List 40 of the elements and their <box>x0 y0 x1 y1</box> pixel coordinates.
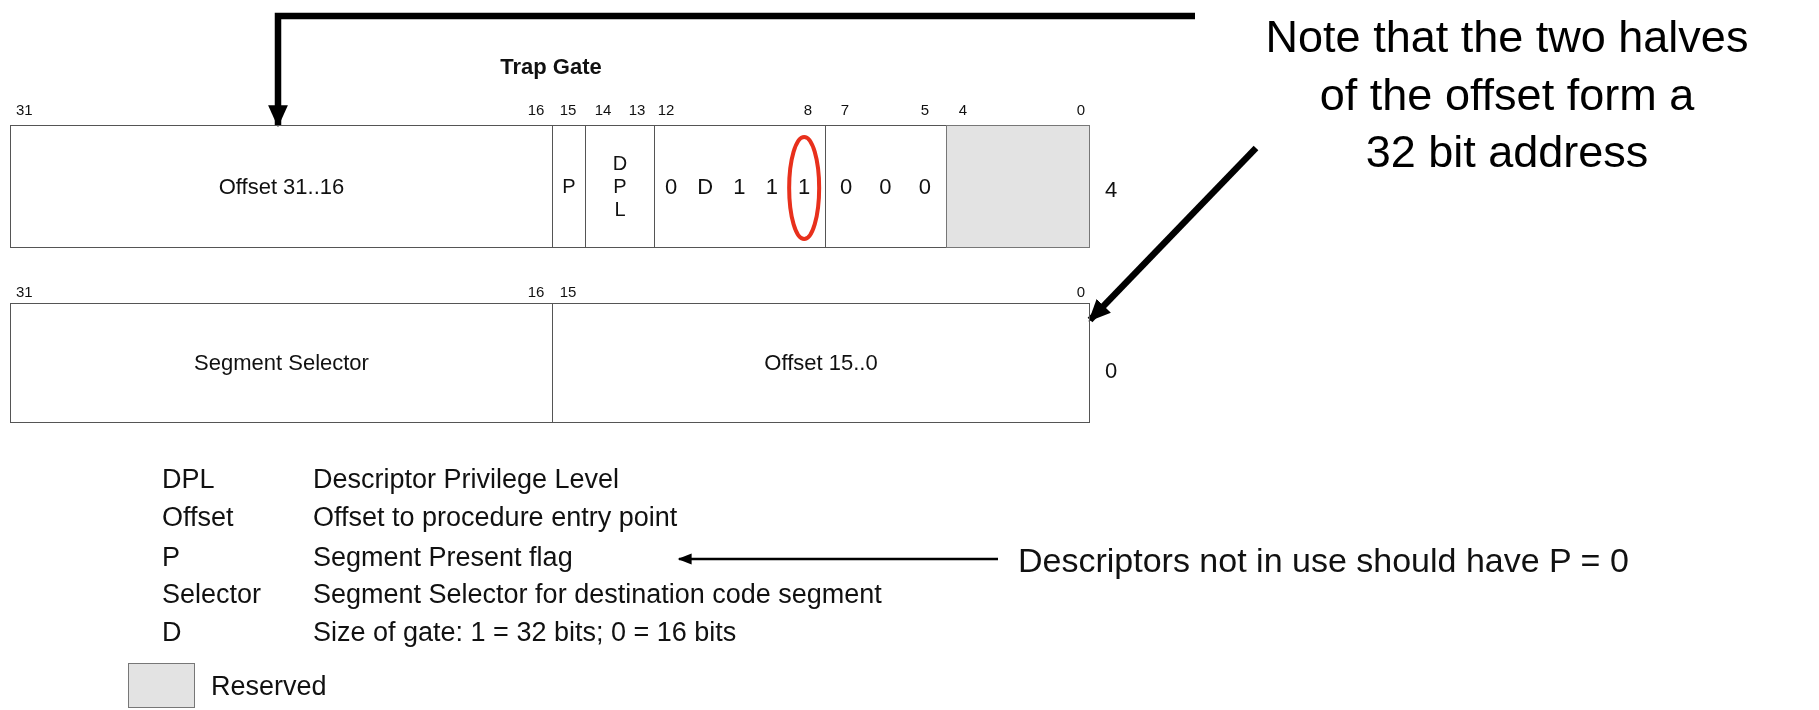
note-text: Descriptors not in use should have P = 0 <box>998 540 1808 580</box>
arrow <box>1087 145 1259 323</box>
bit-number: 0 <box>1076 282 1086 300</box>
legend-term: Offset <box>162 501 234 533</box>
title: Trap Gate <box>500 54 602 80</box>
legend-definition: Segment Present flag <box>313 540 679 574</box>
legend-definition: Segment Selector for destination code segment <box>313 578 882 610</box>
legend-text: Reserved <box>211 670 327 702</box>
bit-field: Offset 15..0 <box>552 303 1090 423</box>
bit-field: 0 D 1 1 1 <box>654 125 826 248</box>
bit-number: 15 <box>559 100 577 118</box>
bit-number: 16 <box>527 282 545 300</box>
bit-field: Segment Selector <box>10 303 553 423</box>
legend-term: Selector <box>162 578 262 610</box>
bit-number: 14 <box>594 100 612 118</box>
bit-number: 31 <box>16 100 33 118</box>
bit-number: 0 <box>1076 100 1086 118</box>
legend-term: D <box>162 616 182 648</box>
bit-number: 8 <box>803 100 813 118</box>
bit-number: 4 <box>958 100 968 118</box>
row-offset: 0 <box>1104 358 1118 384</box>
legend-term: DPL <box>162 463 215 495</box>
bit-number: 5 <box>920 100 930 118</box>
legend-term: P <box>162 541 180 573</box>
bit-field: D P L <box>585 125 655 248</box>
bit-number: 15 <box>559 282 577 300</box>
legend-definition: Offset to procedure entry point <box>313 501 678 533</box>
bit-number: 12 <box>657 100 675 118</box>
note-text: Note that the two halves of the offset form a 32 bit address <box>1195 8 1819 188</box>
reserved-field <box>946 125 1090 248</box>
legend-definition: Size of gate: 1 = 32 bits; 0 = 16 bits <box>313 616 737 648</box>
bit-field: Offset 31..16 <box>10 125 553 248</box>
bit-number: 31 <box>16 282 33 300</box>
bit-number: 7 <box>840 100 850 118</box>
bit-number: 16 <box>527 100 545 118</box>
legend-definition: Descriptor Privilege Level <box>313 463 620 495</box>
arrow <box>677 553 998 565</box>
bit-field: P <box>552 125 586 248</box>
row-offset: 4 <box>1104 177 1118 203</box>
bit-number: 13 <box>628 100 646 118</box>
